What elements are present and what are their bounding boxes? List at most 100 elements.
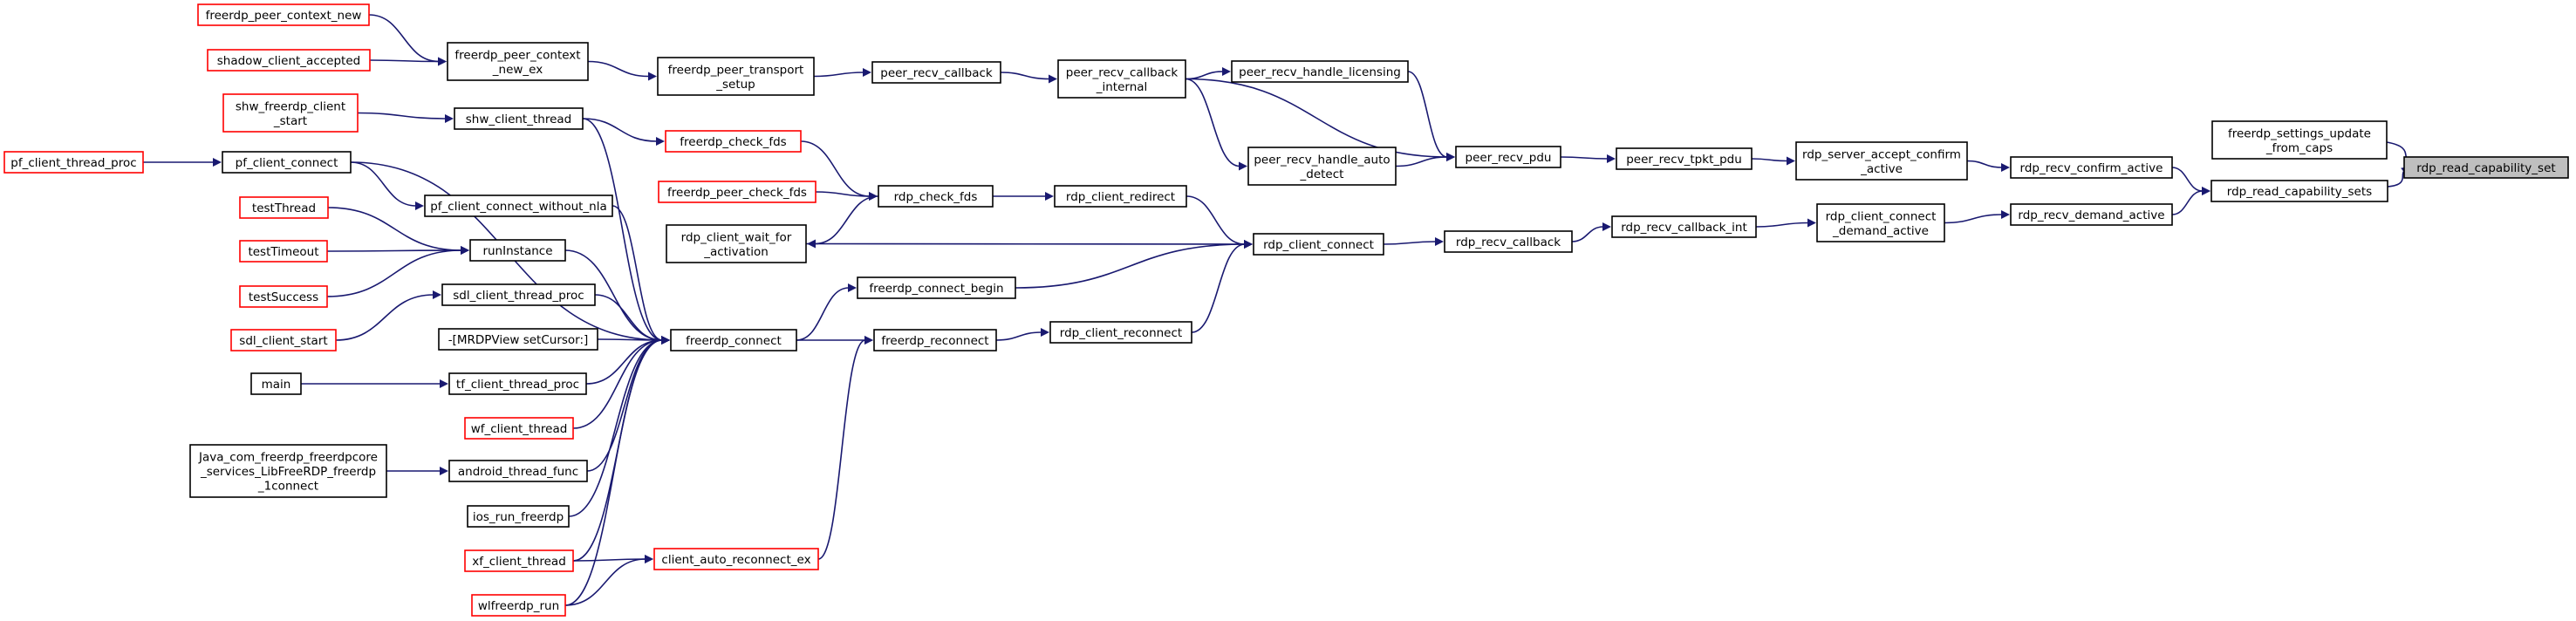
node-box[interactable] [1455, 146, 1561, 168]
node-shw_freerdp_client_start[interactable]: shw_freerdp_client_start [222, 93, 359, 133]
node-box[interactable] [1816, 203, 1945, 242]
node-rdp_recv_callback_int[interactable]: rdp_recv_callback_int [1611, 215, 1757, 238]
node-box[interactable] [1616, 147, 1753, 170]
node-rdp_client_reconnect[interactable]: rdp_client_reconnect [1049, 321, 1192, 344]
node-box[interactable] [471, 594, 566, 617]
node-rdp_recv_callback[interactable]: rdp_recv_callback [1444, 230, 1573, 253]
node-freerdp_connect[interactable]: freerdp_connect [670, 329, 797, 351]
node-box[interactable] [878, 185, 994, 208]
node-box[interactable] [467, 505, 570, 528]
node-testThread[interactable]: testThread [239, 196, 329, 219]
node-wf_client_thread[interactable]: wf_client_thread [464, 417, 574, 440]
node-testSuccess[interactable]: testSuccess [239, 285, 328, 308]
node-box[interactable] [2010, 203, 2173, 226]
node-box[interactable] [2403, 156, 2569, 179]
node-box[interactable] [2210, 180, 2388, 202]
node-freerdp_reconnect[interactable]: freerdp_reconnect [873, 329, 997, 351]
node-rdp_server_accept_confirm_active[interactable]: rdp_server_accept_confirm_active [1795, 141, 1968, 181]
node-shadow_client_accepted[interactable]: shadow_client_accepted [207, 49, 371, 72]
node-box[interactable] [1444, 230, 1573, 253]
node-rdp_read_capability_sets[interactable]: rdp_read_capability_sets [2210, 180, 2388, 202]
node-sdl_client_thread_proc[interactable]: sdl_client_thread_proc [441, 283, 596, 306]
node-box[interactable] [222, 93, 359, 133]
node-box[interactable] [1049, 321, 1192, 344]
node-box[interactable] [665, 130, 802, 153]
node-pf_client_connect[interactable]: pf_client_connect [222, 151, 352, 174]
node-rdp_client_connect[interactable]: rdp_client_connect [1253, 233, 1384, 256]
node-box[interactable] [222, 151, 352, 174]
node-box[interactable] [239, 196, 329, 219]
node-ios_run_freerdp[interactable]: ios_run_freerdp [467, 505, 570, 528]
node-Java_com_freerdp[interactable]: Java_com_freerdp_freerdpcore_services_Li… [189, 444, 387, 498]
node-box[interactable] [1795, 141, 1968, 181]
node-freerdp_connect_begin[interactable]: freerdp_connect_begin [857, 276, 1016, 299]
node-box[interactable] [658, 181, 817, 203]
node-rdp_client_wait_for_activation[interactable]: rdp_client_wait_for_activation [666, 224, 807, 263]
node-xf_client_thread[interactable]: xf_client_thread [464, 549, 574, 572]
node-box[interactable] [454, 107, 584, 130]
node-rdp_check_fds[interactable]: rdp_check_fds [878, 185, 994, 208]
node-pf_client_connect_without_nla[interactable]: pf_client_connect_without_nla [424, 194, 613, 217]
node-box[interactable] [1054, 185, 1187, 208]
node-box[interactable] [469, 239, 566, 262]
node-tf_client_thread_proc[interactable]: tf_client_thread_proc [448, 372, 587, 395]
node-box[interactable] [873, 329, 997, 351]
node-box[interactable] [657, 57, 815, 96]
node-peer_recv_handle_auto_detect[interactable]: peer_recv_handle_auto_detect [1247, 147, 1397, 186]
node-box[interactable] [1247, 147, 1397, 186]
node-sdl_client_start[interactable]: sdl_client_start [230, 329, 337, 351]
node-rdp_client_connect_demand_active[interactable]: rdp_client_connect_demand_active [1816, 203, 1945, 242]
node-android_thread_func[interactable]: android_thread_func [448, 460, 588, 482]
node-peer_recv_pdu[interactable]: peer_recv_pdu [1455, 146, 1561, 168]
node-freerdp_check_fds[interactable]: freerdp_check_fds [665, 130, 802, 153]
node-MRDPView_setCursor[interactable]: -[MRDPView setCursor:] [438, 328, 598, 351]
node-box[interactable] [857, 276, 1016, 299]
node-box[interactable] [3, 151, 144, 174]
node-rdp_client_redirect[interactable]: rdp_client_redirect [1054, 185, 1187, 208]
node-freerdp_peer_check_fds[interactable]: freerdp_peer_check_fds [658, 181, 817, 203]
node-peer_recv_tpkt_pdu[interactable]: peer_recv_tpkt_pdu [1616, 147, 1753, 170]
node-box[interactable] [1057, 59, 1186, 99]
node-box[interactable] [2010, 156, 2173, 179]
node-box[interactable] [197, 3, 370, 26]
node-box[interactable] [1231, 60, 1409, 83]
node-peer_recv_callback[interactable]: peer_recv_callback [871, 61, 1001, 84]
node-rdp_recv_confirm_active[interactable]: rdp_recv_confirm_active [2010, 156, 2173, 179]
node-box[interactable] [1611, 215, 1757, 238]
node-box[interactable] [441, 283, 596, 306]
node-freerdp_settings_update_from_caps[interactable]: freerdp_settings_update_from_caps [2211, 120, 2388, 160]
node-pf_client_thread_proc[interactable]: pf_client_thread_proc [3, 151, 144, 174]
node-rdp_recv_demand_active[interactable]: rdp_recv_demand_active [2010, 203, 2173, 226]
node-box[interactable] [1253, 233, 1384, 256]
node-box[interactable] [666, 224, 807, 263]
node-peer_recv_handle_licensing[interactable]: peer_recv_handle_licensing [1231, 60, 1409, 83]
node-box[interactable] [670, 329, 797, 351]
node-peer_recv_callback_internal[interactable]: peer_recv_callback_internal [1057, 59, 1186, 99]
node-box[interactable] [239, 240, 328, 263]
node-box[interactable] [464, 549, 574, 572]
node-freerdp_peer_transport_setup[interactable]: freerdp_peer_transport_setup [657, 57, 815, 96]
node-client_auto_reconnect_ex[interactable]: client_auto_reconnect_ex [653, 548, 819, 570]
node-box[interactable] [871, 61, 1001, 84]
node-box[interactable] [189, 444, 387, 498]
node-freerdp_peer_context_new[interactable]: freerdp_peer_context_new [197, 3, 370, 26]
node-testTimeout[interactable]: testTimeout [239, 240, 328, 263]
node-rdp_read_capability_set[interactable]: rdp_read_capability_set [2403, 156, 2569, 179]
node-box[interactable] [448, 372, 587, 395]
node-main[interactable]: main [250, 372, 302, 395]
node-wlfreerdp_run[interactable]: wlfreerdp_run [471, 594, 566, 617]
node-box[interactable] [438, 328, 598, 351]
node-box[interactable] [2211, 120, 2388, 160]
node-box[interactable] [448, 460, 588, 482]
node-box[interactable] [464, 417, 574, 440]
node-box[interactable] [424, 194, 613, 217]
node-box[interactable] [230, 329, 337, 351]
node-box[interactable] [250, 372, 302, 395]
node-box[interactable] [653, 548, 819, 570]
node-box[interactable] [239, 285, 328, 308]
node-box[interactable] [447, 42, 589, 81]
node-box[interactable] [207, 49, 371, 72]
node-freerdp_peer_context_new_ex[interactable]: freerdp_peer_context_new_ex [447, 42, 589, 81]
node-shw_client_thread[interactable]: shw_client_thread [454, 107, 584, 130]
node-runInstance[interactable]: runInstance [469, 239, 566, 262]
